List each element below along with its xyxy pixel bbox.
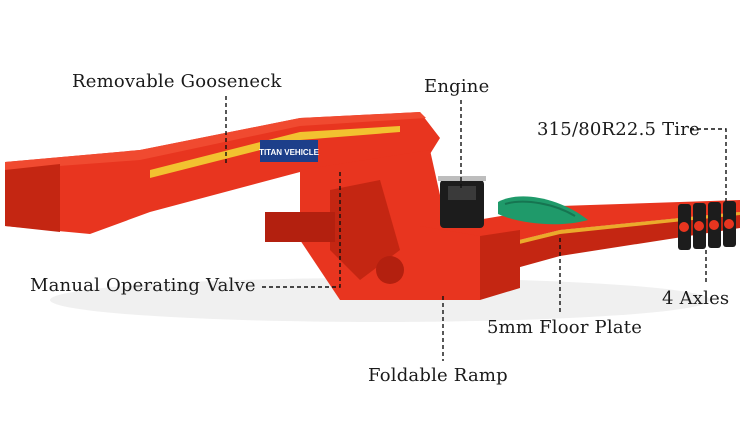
brand-badge (260, 140, 318, 162)
label-manual-operating-valve: Manual Operating Valve (30, 275, 256, 296)
label-foldable-ramp: Foldable Ramp (368, 365, 508, 386)
tire-leader (690, 128, 727, 202)
label-4-axles: 4 Axles (662, 288, 730, 309)
label-removable-gooseneck: Removable Gooseneck (72, 71, 282, 92)
label-engine: Engine (424, 76, 490, 97)
brand-badge-text: TITAN VEHICLE (259, 148, 320, 157)
label-floor-plate: 5mm Floor Plate (487, 317, 643, 338)
valve-leader (262, 170, 341, 288)
green-tarp (498, 196, 588, 225)
label-tire: 315/80R22.5 Tire (537, 119, 700, 140)
foldable-ramp (420, 226, 520, 300)
gooseneck: TITAN VEHICLE (5, 112, 440, 234)
engine-unit (438, 176, 486, 228)
rear-axles (678, 201, 736, 250)
neck-column (265, 150, 450, 300)
